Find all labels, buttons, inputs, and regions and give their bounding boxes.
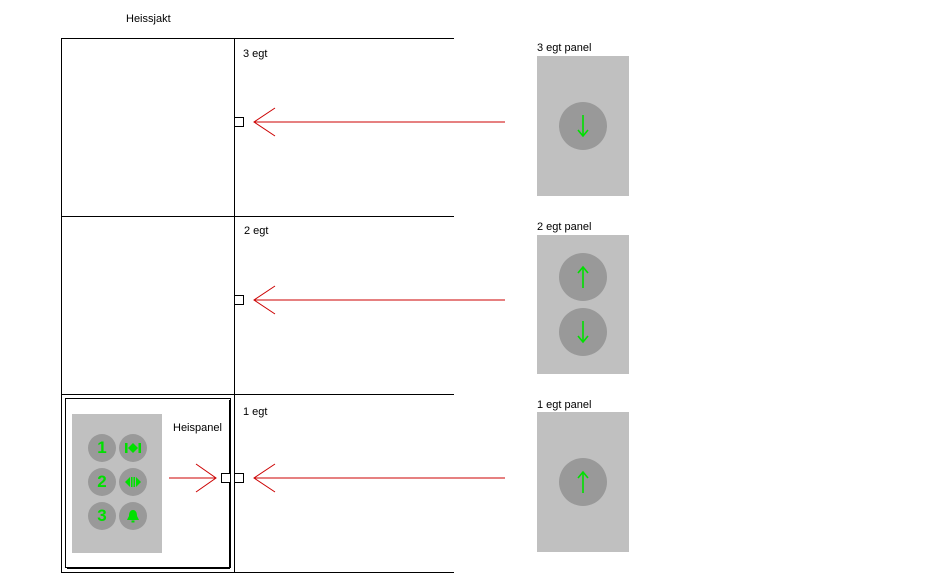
floor-2-up-button[interactable] <box>559 253 607 301</box>
floor-label-2: 2 egt <box>244 225 269 237</box>
car-panel-label: Heispanel <box>173 422 222 434</box>
floor-2-panel-label: 2 egt panel <box>537 221 592 233</box>
floor-divider-2-1 <box>61 394 454 395</box>
floor-2-door-sensor <box>234 295 244 305</box>
floor-2-signal-arrow <box>253 285 505 315</box>
floor-3-button-label: 3 <box>97 506 107 525</box>
car-panel: 1 2 3 <box>72 414 162 553</box>
elevator-car-inner <box>67 400 230 569</box>
alarm-button[interactable] <box>119 502 147 530</box>
floor-2-button-label: 2 <box>97 472 107 491</box>
shaft-title: Heissjakt <box>126 13 171 25</box>
floor-3-down-button[interactable] <box>559 102 607 150</box>
floor-1-panel-label: 1 egt panel <box>537 399 592 411</box>
up-arrow-icon <box>577 470 589 493</box>
floor-1-panel <box>537 412 629 552</box>
floor-2-panel <box>537 235 629 374</box>
doors-open-icon <box>125 477 141 487</box>
floor-1-button-label: 1 <box>97 438 107 457</box>
doors-close-icon <box>125 443 141 453</box>
floor-1-button[interactable]: 1 <box>88 434 116 462</box>
floor-3-panel <box>537 56 629 196</box>
down-arrow-icon <box>577 115 589 138</box>
elevator-car <box>65 398 231 568</box>
down-arrow-icon <box>577 321 589 344</box>
floor-3-signal-arrow <box>253 107 505 137</box>
car-door-sensor <box>221 473 231 483</box>
floor-1-up-button[interactable] <box>559 458 607 506</box>
floor-label-1: 1 egt <box>243 406 268 418</box>
close-doors-button[interactable] <box>119 434 147 462</box>
floor-2-button[interactable]: 2 <box>88 468 116 496</box>
floor-divider-3-2 <box>61 216 454 217</box>
shaft-left-wall <box>61 38 62 573</box>
floor-1-signal-arrow <box>253 463 505 493</box>
floor-3-button[interactable]: 3 <box>88 502 116 530</box>
up-arrow-icon <box>577 265 589 288</box>
shaft-bottom-line <box>61 572 454 573</box>
floor-2-down-button[interactable] <box>559 308 607 356</box>
floor-3-panel-label: 3 egt panel <box>537 42 592 54</box>
floor-label-3: 3 egt <box>243 48 268 60</box>
floor-1-door-sensor <box>234 473 244 483</box>
shaft-top-line <box>61 38 454 39</box>
alarm-bell-icon <box>127 510 139 523</box>
open-doors-button[interactable] <box>119 468 147 496</box>
shaft-door-wall <box>234 38 235 573</box>
floor-3-door-sensor <box>234 117 244 127</box>
